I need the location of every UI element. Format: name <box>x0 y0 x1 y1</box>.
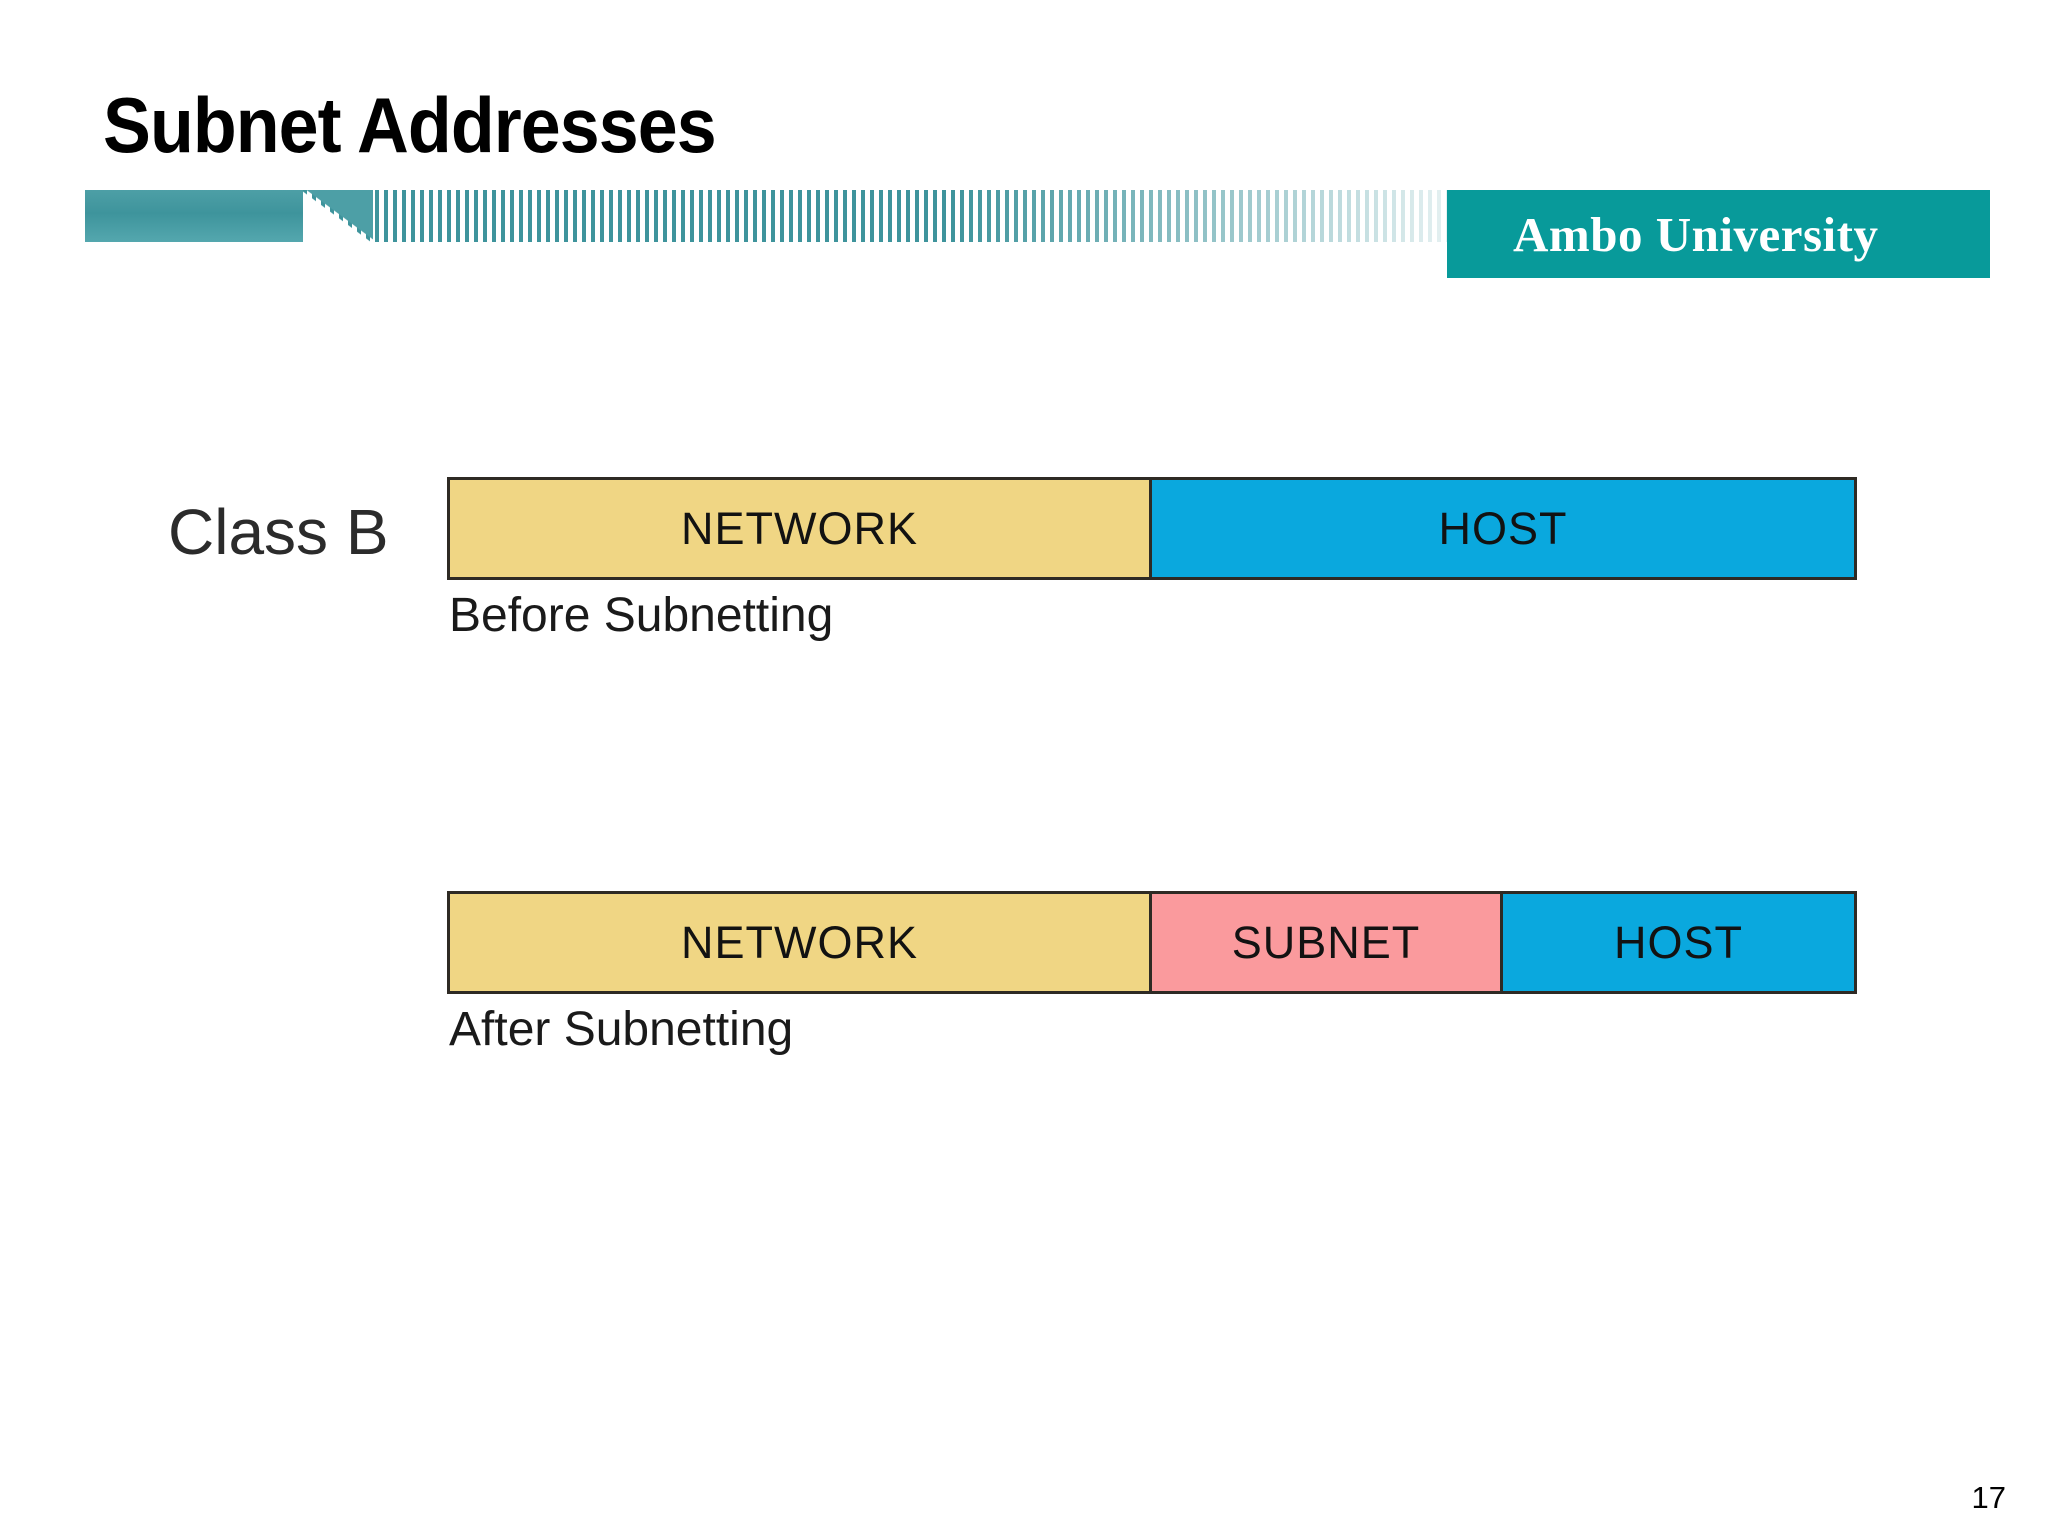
university-badge: Ambo University <box>1447 190 1990 278</box>
class-b-label: Class B <box>168 496 389 568</box>
banner-stripes <box>303 190 1485 242</box>
caption-before-subnetting: Before Subnetting <box>449 589 834 642</box>
segment-network: NETWORK <box>450 480 1152 577</box>
banner-solid-block <box>85 190 303 242</box>
page-title: Subnet Addresses <box>103 81 717 170</box>
segment-host: HOST <box>1152 480 1854 577</box>
decorative-stripe-banner <box>85 190 1485 242</box>
segment-host: HOST <box>1503 894 1854 991</box>
address-bar-before: NETWORK HOST <box>447 477 1857 580</box>
segment-subnet: SUBNET <box>1152 894 1503 991</box>
segment-network: NETWORK <box>450 894 1152 991</box>
university-badge-label: Ambo University <box>1513 206 1879 262</box>
address-bar-after: NETWORK SUBNET HOST <box>447 891 1857 994</box>
page-number: 17 <box>1971 1480 2006 1515</box>
caption-after-subnetting: After Subnetting <box>449 1003 794 1056</box>
banner-ramp-fill <box>303 190 373 242</box>
